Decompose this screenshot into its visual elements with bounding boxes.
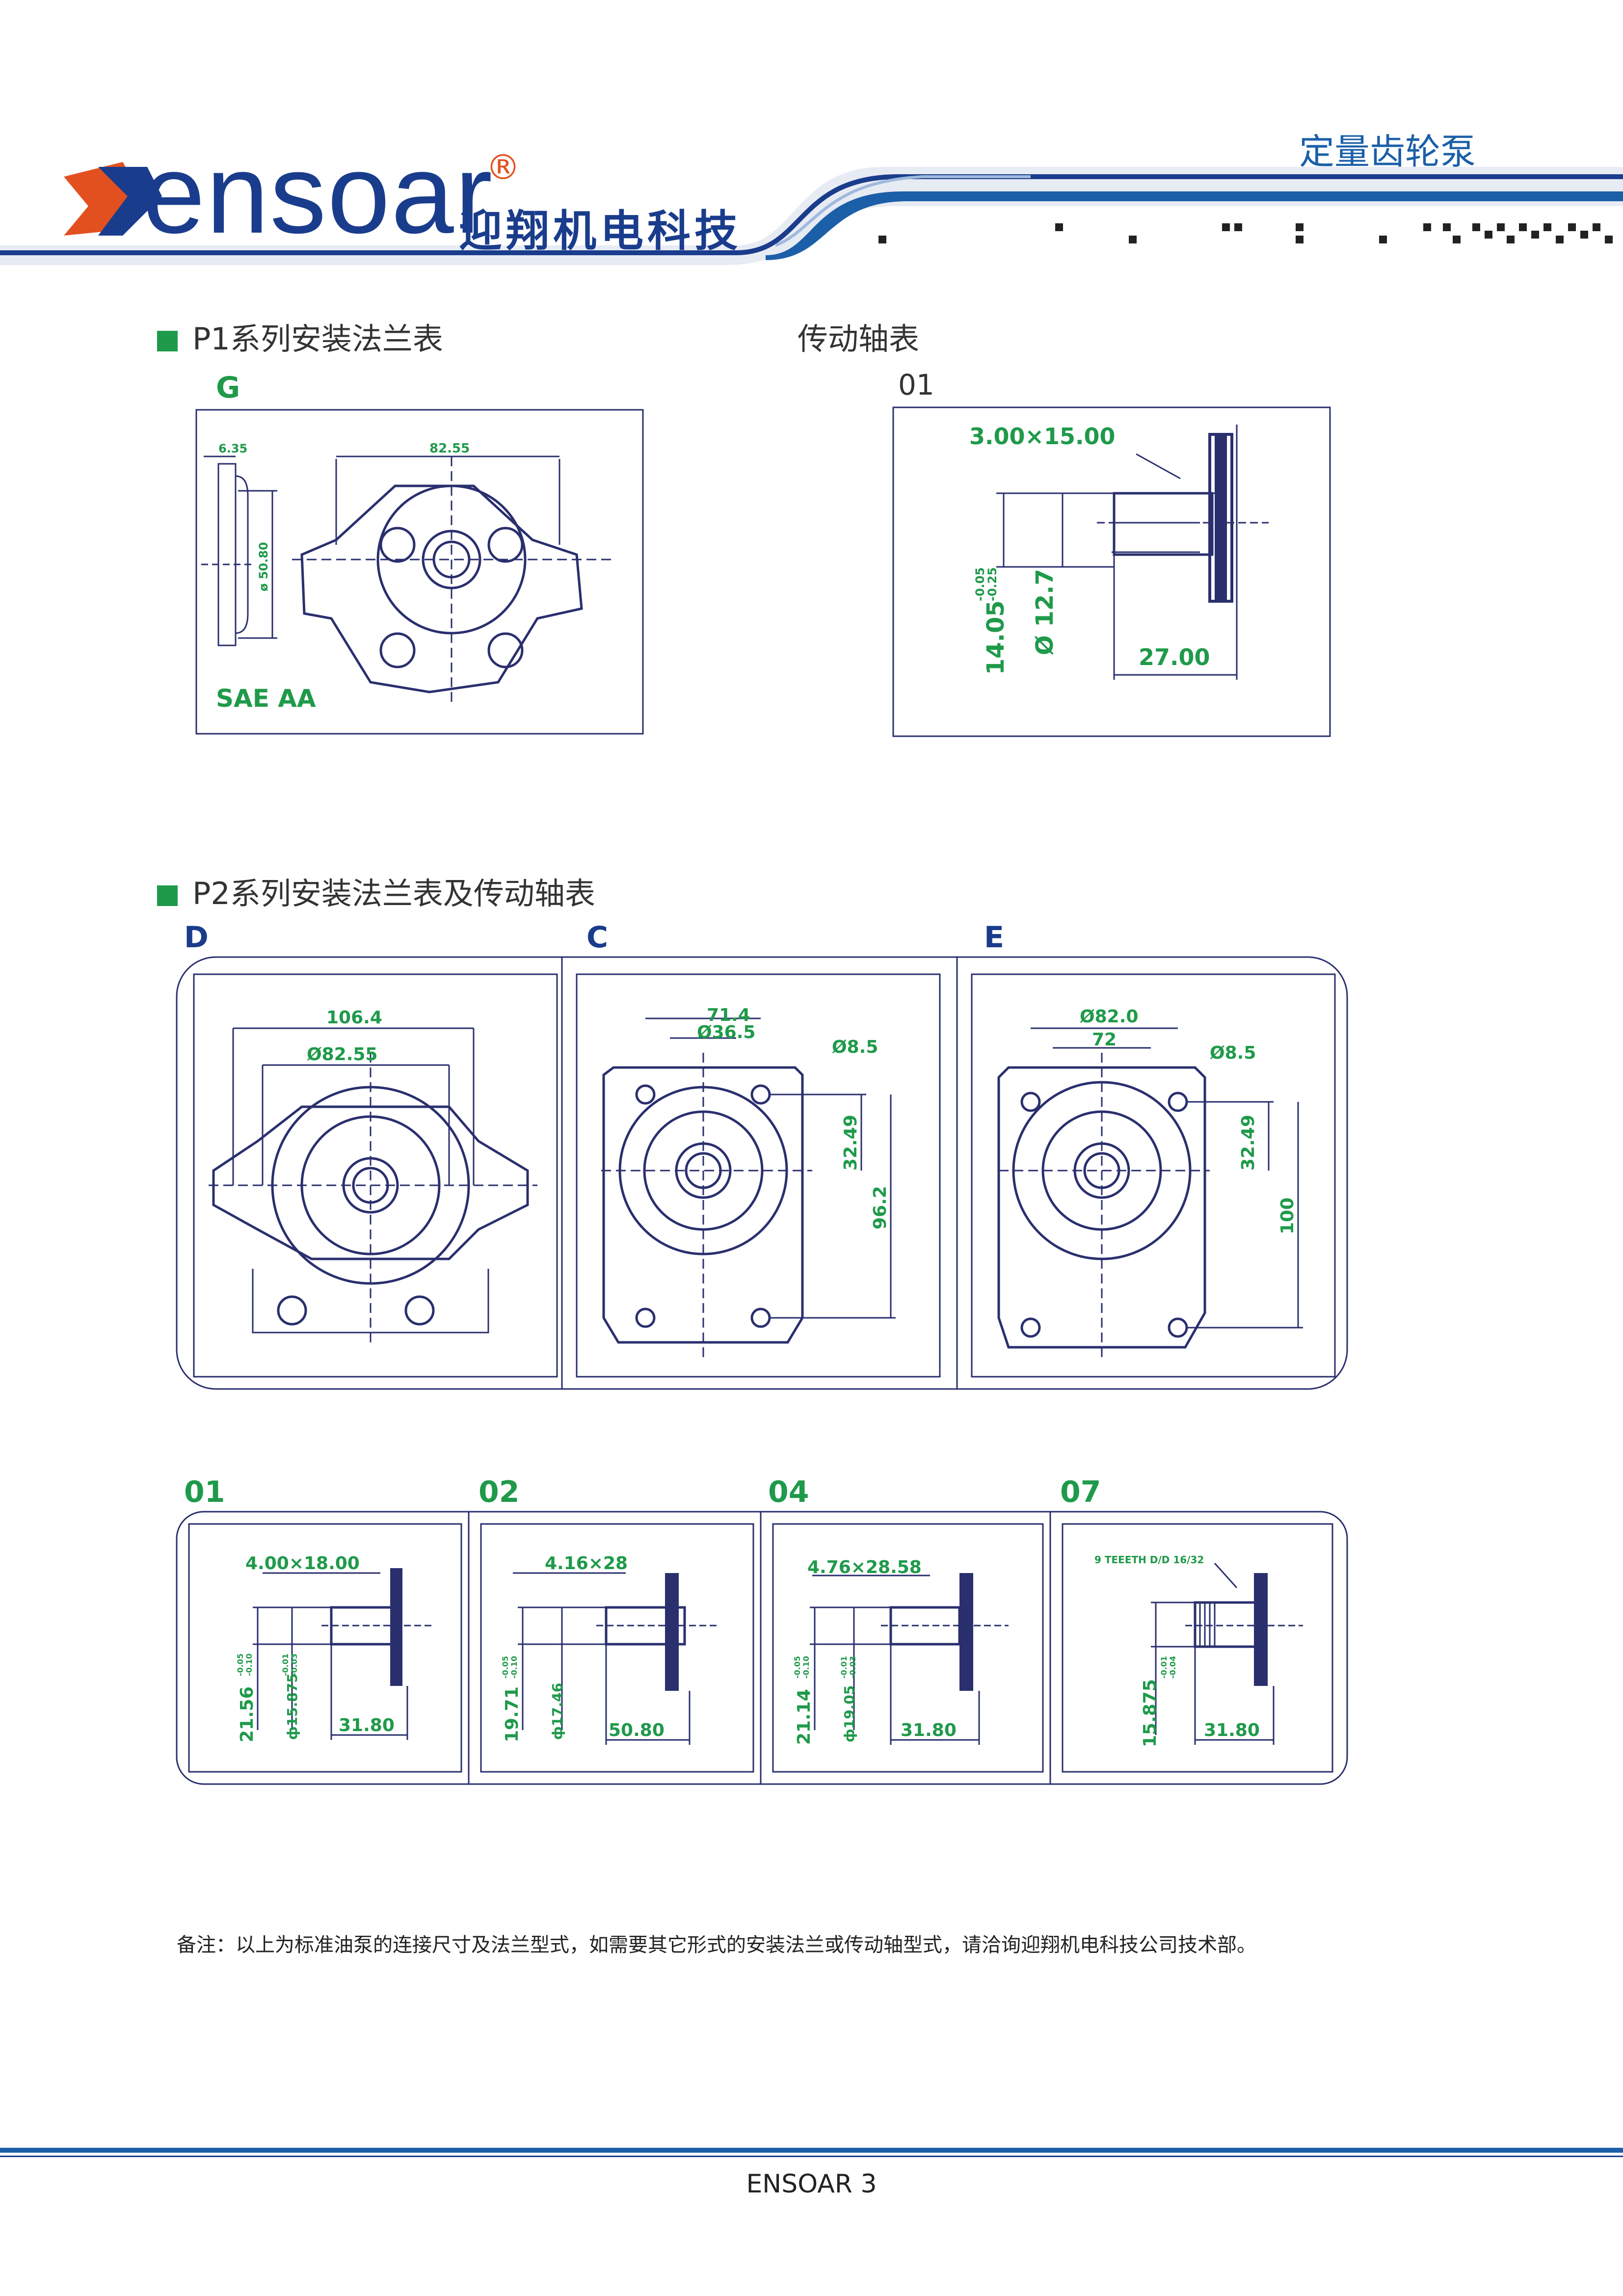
shaft-07-len: 31.80 (1204, 1720, 1260, 1740)
remark-note: 备注：以上为标准油泵的连接尺寸及法兰型式，如需要其它形式的安装法兰或传动轴型式，… (177, 1934, 1256, 1956)
shaft-key-dim: 3.00×15.00 (969, 423, 1116, 450)
shaft-height-tol-dn: -0.25 (985, 567, 999, 601)
shaft-02-h: 19.71 (502, 1686, 522, 1742)
brand-logo: ensoar (142, 131, 494, 257)
dim-dia-82-55: Ø82.55 (307, 1044, 377, 1065)
flange-label-d: D (184, 920, 209, 955)
shaft-01-dia-tol-up: -0.01 (281, 1654, 290, 1676)
shaft-height-tol-up: -0.05 (973, 567, 987, 601)
flange-name-sae-aa: SAE AA (216, 684, 316, 713)
shaft-01-dia-tol-dn: -0.03 (290, 1654, 299, 1676)
header-swoosh (0, 162, 1623, 265)
shaft-02-len: 50.80 (609, 1720, 665, 1740)
shaft-01-h-tol-dn: -0.10 (244, 1654, 254, 1676)
shaft-01-h: 21.56 (237, 1686, 257, 1742)
shaft-04-h-tol-dn: -0.10 (801, 1656, 811, 1679)
shaft-02-dia: ф17.46 (549, 1683, 565, 1740)
dim-dia-36-5: Ø36.5 (697, 1022, 755, 1042)
shaft-02-key: 4.16×28 (545, 1553, 628, 1574)
dim-32-49-c: 32.49 (841, 1115, 861, 1171)
shaft-04-drawing: 4.76×28.58 21.14 -0.05 -0.10 ф19.05 -0.0… (793, 1557, 1009, 1745)
shaft-label-02-p2: 02 (479, 1475, 520, 1509)
flange-e-drawing: Ø82.0 72 Ø8.5 32.49 100 (997, 1007, 1303, 1362)
shaft-07-h-tol-dn: -0.04 (1168, 1656, 1177, 1679)
shaft-04-dia-tol-up: -0.01 (839, 1656, 849, 1679)
shaft-04-h: 21.14 (794, 1689, 814, 1745)
header-dot-pattern (878, 223, 1613, 243)
shaft-02-h-tol-dn: -0.10 (509, 1656, 519, 1679)
green-square-icon (157, 331, 178, 351)
flange-c-drawing: 71.4 Ø36.5 Ø8.5 32.49 96.2 (601, 1005, 896, 1357)
dim-dia-8-5-e: Ø8.5 (1210, 1043, 1256, 1063)
shaft-dia-dim: Ø 12.7 (1031, 569, 1059, 655)
dim-71-4: 71.4 (707, 1005, 750, 1025)
shaft-04-key: 4.76×28.58 (807, 1557, 922, 1577)
footer-rule (0, 2148, 1623, 2157)
section2-title: P2系列安装法兰表及传动轴表 (157, 869, 595, 913)
p1-flange-drawing: 6.35 82.55 ø 50.80 SAE AA (195, 409, 644, 735)
shaft-01-dia: ф15.875 (284, 1673, 300, 1740)
shaft-01-key: 4.00×18.00 (245, 1553, 360, 1574)
dim-dia-8-5-c: Ø8.5 (832, 1037, 878, 1057)
shaft-table-title: 传动轴表 (798, 321, 920, 357)
p2-shaft-drawings: 4.00×18.00 21.56 -0.05 -0.10 ф15.875 -0.… (176, 1511, 1348, 1785)
shaft-04-h-tol-up: -0.05 (793, 1656, 802, 1679)
shaft-length-dim: 27.00 (1139, 644, 1210, 670)
dim-72: 72 (1092, 1030, 1117, 1050)
shaft-label-01-p2: 01 (184, 1475, 225, 1509)
dim-32-49-e: 32.49 (1238, 1115, 1258, 1171)
shaft-02-h-tol-up: -0.05 (501, 1656, 510, 1679)
shaft-02-drawing: 4.16×28 19.71 -0.05 -0.10 ф17.46 50.80 (501, 1553, 719, 1745)
flange-label-g: G (216, 371, 240, 405)
green-square-icon (157, 885, 178, 906)
header: ensoar ® 迎翔机电科技 定量齿轮泵 (0, 0, 1623, 275)
shaft-01-len: 31.80 (339, 1715, 395, 1735)
flange-label-c: C (586, 920, 609, 955)
shaft-04-dia-tol-dn: -0.03 (848, 1656, 857, 1679)
shaft-01-h-tol-up: -0.05 (236, 1654, 245, 1676)
section1-title: P1系列安装法兰表 (157, 314, 443, 358)
shaft-label-01: 01 (898, 368, 934, 401)
dim-100: 100 (1277, 1198, 1298, 1234)
flange-label-e: E (984, 920, 1004, 955)
shaft-07-h: 15.875 (1140, 1679, 1160, 1747)
shaft-07-spline: 9 TEEETH D/D 16/32 (1094, 1554, 1204, 1566)
flange-d-drawing: 106.4 Ø82.55 (209, 1008, 537, 1347)
dim-96-2: 96.2 (870, 1186, 890, 1229)
page-footer: ENSOAR 3 (746, 2169, 877, 2199)
p2-flange-drawings: 106.4 Ø82.55 71.4 Ø36.5 Ø8.5 32.49 96.2 … (176, 956, 1348, 1390)
dim-dia-50-80: ø 50.80 (257, 542, 270, 591)
logo-emblem (64, 162, 162, 236)
shaft-07-h-tol-up: -0.01 (1159, 1656, 1169, 1679)
dim-dia-82-0: Ø82.0 (1080, 1007, 1138, 1027)
dim-82-55: 82.55 (429, 441, 470, 456)
shaft-label-04-p2: 04 (768, 1475, 809, 1509)
brand-name-cn: 迎翔机电科技 (459, 206, 742, 256)
p1-shaft-drawing: 3.00×15.00 14.05 -0.05 -0.25 Ø 12.7 27.0… (892, 406, 1331, 737)
shaft-04-len: 31.80 (901, 1720, 957, 1740)
shaft-07-drawing: 9 TEEETH D/D 16/32 15.875 -0.01 -0.04 31… (1094, 1554, 1303, 1747)
product-title: 定量齿轮泵 (1299, 131, 1476, 172)
shaft-label-07-p2: 07 (1060, 1475, 1101, 1509)
dim-106-4: 106.4 (326, 1008, 382, 1028)
registered-mark: ® (486, 147, 520, 187)
shaft-height-dim: 14.05 (982, 600, 1010, 675)
shaft-04-dia: ф19.05 (841, 1685, 857, 1742)
shaft-01-drawing: 4.00×18.00 21.56 -0.05 -0.10 ф15.875 -0.… (236, 1553, 434, 1742)
dim-6-35: 6.35 (218, 442, 247, 455)
